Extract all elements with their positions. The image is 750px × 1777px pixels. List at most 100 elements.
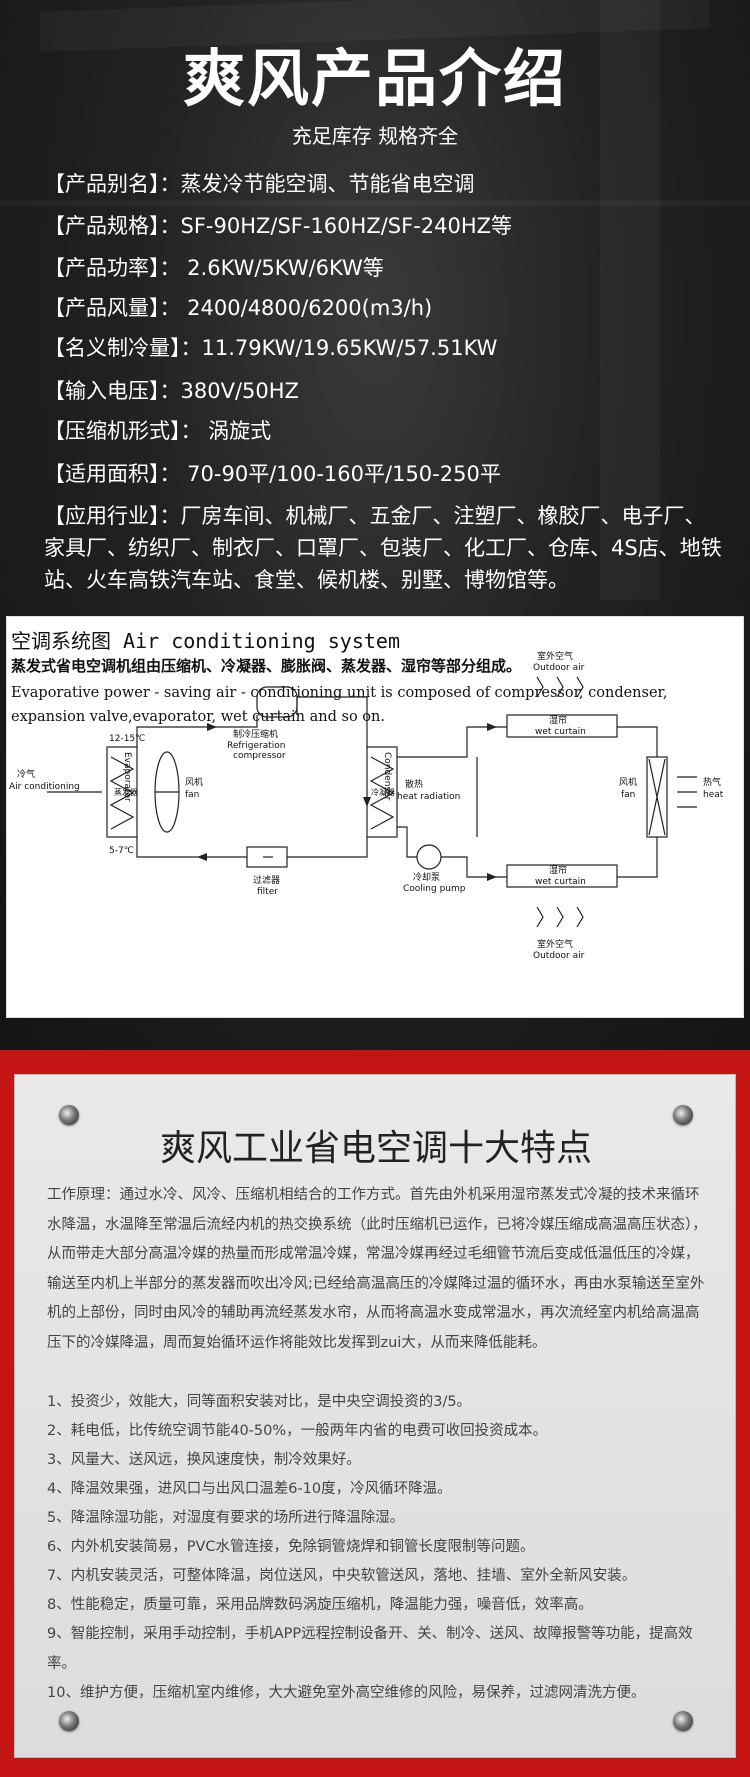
- pump-cn-label: 冷却泵: [413, 871, 440, 883]
- spec-value: ：SF-90HZ/SF-160HZ/SF-240HZ等: [159, 214, 513, 238]
- outdoor-bottom-en-label: Outdoor air: [533, 951, 585, 961]
- spec-label: 【产品规格】: [44, 214, 160, 238]
- features-panel: 爽风工业省电空调十大特点 工作原理：通过水冷、风冷、压缩机相结合的工作方式。首先…: [14, 1074, 736, 1758]
- compressor-body: [256, 686, 298, 718]
- fan-cn-label: 风机: [185, 776, 203, 788]
- water-pipe-top: [397, 726, 507, 758]
- temp-high-label: 12-15℃: [109, 734, 145, 744]
- spec-voltage: 【输入电压】：380V/50HZ: [44, 375, 299, 405]
- filter-cn-label: 过滤器: [253, 874, 280, 886]
- feature-item: 3、风量大、送风远，换风速度快，制冷效果好。: [47, 1452, 361, 1468]
- spec-value: ：380V/50HZ: [159, 379, 299, 403]
- system-schematic: 12-15℃ 5-7℃ 冷气 Air conditioning 风机 fan 制…: [9, 650, 724, 961]
- features-title: 爽风工业省电空调十大特点: [159, 1128, 592, 1169]
- spec-area: 【适用面积】： 70-90平/100-160平/150-250平: [44, 458, 501, 488]
- flow-arrow: [487, 723, 497, 731]
- feature-item: 4、降温效果强，进风口与出风口温差6-10度，冷风循环降温。: [47, 1481, 452, 1497]
- wet-curtain-bottom: [506, 864, 618, 888]
- curtain-bottom-en-label: wet curtain: [535, 877, 586, 887]
- spec-compressor: 【压缩机形式】： 涡旋式: [44, 415, 271, 445]
- fan2-cn-label: 风机: [619, 776, 637, 788]
- spec-value: ：蒸发冷节能空调、节能省电空调: [159, 172, 475, 196]
- hot-en-label: heat: [703, 790, 724, 800]
- spec-power: 【产品功率】： 2.6KW/5KW/6KW等: [44, 252, 384, 282]
- cold-air-en-label: Air conditioning: [9, 782, 80, 792]
- pipe-bottom-right: [287, 837, 368, 858]
- filter-en-label: filter: [257, 887, 278, 897]
- screw-icon: [673, 1105, 693, 1125]
- spec-value: ： 2400/4800/6200(m3/h): [159, 296, 433, 320]
- spec-cooling-capacity: 【名义制冷量】：11.79KW/19.65KW/57.51KW: [44, 332, 497, 362]
- spec-industries: 【应用行业】：厂房车间、机械厂、五金厂、注塑厂、橡胶厂、电子厂、家具厂、纺织厂、…: [44, 500, 724, 596]
- feature-item: 7、内机安装灵活，可整体降温，岗位送风，中央软管送风，落地、挂墙、室外全新风安装…: [47, 1568, 637, 1584]
- spec-label: 【产品别名】: [44, 172, 160, 196]
- fan2-en-label: fan: [621, 790, 635, 800]
- condenser-en-label: Condenser: [382, 752, 392, 801]
- heat-cn-label: 散热: [405, 778, 423, 790]
- spec-label: 【应用行业】: [44, 504, 160, 528]
- spec-value: ： 70-90平/100-160平/150-250平: [159, 462, 501, 486]
- outdoor-fan-housing: [646, 756, 668, 838]
- evaporator-zigzag: [109, 756, 135, 830]
- spec-label: 【产品风量】: [44, 296, 160, 320]
- screw-icon: [59, 1711, 79, 1731]
- compressor-en2-label: compressor: [233, 751, 286, 761]
- spec-value: ： 2.6KW/5KW/6KW等: [159, 256, 384, 280]
- curtain-bottom-cn-label: 湿帘: [549, 864, 567, 876]
- pump-en-label: Cooling pump: [403, 884, 466, 894]
- diagram-desc-cn: 蒸发式省电空调机组由压缩机、冷凝器、膨胀阀、蒸发器、湿帘等部分组成。: [11, 657, 522, 675]
- flow-arrow: [487, 873, 497, 881]
- screw-icon: [673, 1711, 693, 1731]
- compressor-cn-label: 制冷压缩机: [233, 728, 278, 740]
- water-pipe-bottom: [397, 826, 417, 858]
- screw-icon: [59, 1105, 79, 1125]
- spec-alias: 【产品别名】：蒸发冷节能空调、节能省电空调: [44, 168, 475, 198]
- spec-label: 【输入电压】: [44, 379, 160, 403]
- diagram-desc-en: Evaporative power - saving air - conditi…: [11, 685, 668, 725]
- spec-model: 【产品规格】：SF-90HZ/SF-160HZ/SF-240HZ等: [44, 210, 512, 240]
- spec-label: 【压缩机形式】: [44, 419, 181, 443]
- curtain-top-en-label: wet curtain: [535, 727, 586, 737]
- feature-item: 6、内外机安装简易，PVC水管连接，免除铜管烧焊和铜管长度限制等问题。: [47, 1539, 535, 1555]
- evaporator-coil: [106, 746, 138, 838]
- temp-low-label: 5-7℃: [109, 846, 134, 856]
- outdoor-top-en-label: Outdoor air: [533, 663, 585, 673]
- hot-cn-label: 热气: [703, 776, 721, 788]
- background-beam: [0, 200, 750, 206]
- spec-label: 【名义制冷量】: [44, 336, 181, 360]
- wet-curtain-top: [506, 714, 618, 738]
- page-title: 爽风产品介绍: [182, 42, 567, 115]
- pipe-bottom-left: [136, 837, 247, 858]
- air-conditioning-system-diagram: 12-15℃ 5-7℃ 冷气 Air conditioning 风机 fan 制…: [6, 616, 744, 1018]
- flow-arrow: [363, 797, 371, 807]
- feature-item: 2、耗电低，比传统空调节能40-50%，一般两年内省的电费可收回投资成本。: [47, 1423, 548, 1439]
- spec-label: 【适用面积】: [44, 462, 160, 486]
- background-beam: [600, 0, 660, 600]
- condenser-coil: [366, 746, 398, 838]
- features-section: 爽风工业省电空调十大特点 工作原理：通过水冷、风冷、压缩机相结合的工作方式。首先…: [0, 1050, 750, 1777]
- flow-arrow: [197, 853, 207, 861]
- feature-item: 8、性能稳定，质量可靠，采用品牌数码涡旋压缩机，降温能力强，噪音低，效率高。: [47, 1597, 593, 1613]
- evaporator-cn-label: 蒸发器: [114, 787, 138, 797]
- cold-air-cn-label: 冷气: [17, 768, 35, 780]
- filter-box: [246, 846, 288, 868]
- product-intro-section: 爽风产品介绍 充足库存 规格齐全 【产品别名】：蒸发冷节能空调、节能省电空调 【…: [0, 0, 750, 1050]
- spec-value: ： 涡旋式: [180, 419, 272, 443]
- feature-item: 10、维护方便，压缩机室内维修，大大避免室外高空维修的风险，易保养，过滤网清洗方…: [47, 1685, 646, 1701]
- fan-en-label: fan: [185, 790, 199, 800]
- spec-value: ：厂房车间、机械厂、五金厂、注塑厂、橡胶厂、电子厂、家具厂、纺织厂、制衣厂、口罩…: [44, 504, 722, 592]
- pipe-top-left: [136, 715, 258, 747]
- outdoor-bottom-cn-label: 室外空气: [537, 938, 573, 950]
- spec-airflow: 【产品风量】： 2400/4800/6200(m3/h): [44, 292, 432, 322]
- spec-value: ：11.79KW/19.65KW/57.51KW: [180, 336, 498, 360]
- heat-en-label: heat radiation: [397, 792, 460, 802]
- spec-label: 【产品功率】: [44, 256, 160, 280]
- feature-item: 9、智能控制，采用手动控制，手机APP远程控制设备开、关、制冷、送风、故障报警等…: [47, 1626, 693, 1672]
- flow-arrow: [207, 723, 217, 731]
- page-subtitle: 充足库存 规格齐全: [291, 124, 459, 148]
- feature-item: 1、投资少，效能大，同等面积安装对比，是中央空调投资的3/5。: [47, 1394, 472, 1410]
- condenser-cn-label: 冷凝器: [371, 787, 395, 797]
- evaporator-en-label: Evaporator: [122, 752, 132, 802]
- curtain-top-cn-label: 湿帘: [549, 714, 567, 726]
- compressor-en1-label: Refrigeration: [227, 741, 285, 751]
